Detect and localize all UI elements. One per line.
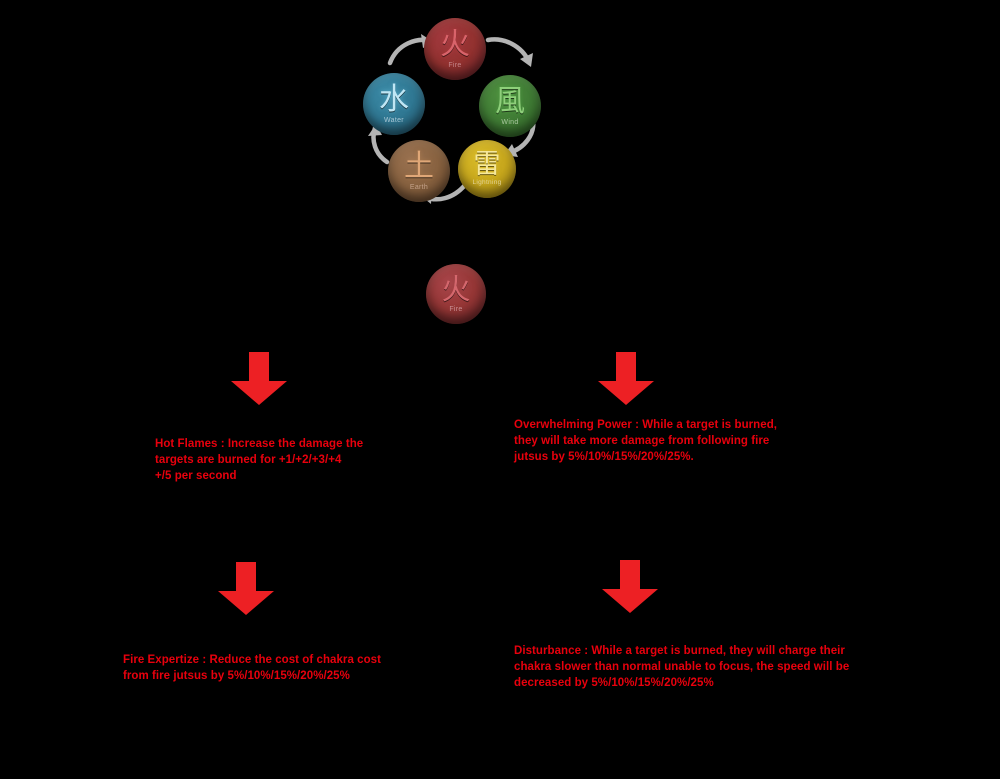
perk-text-disturbance: Disturbance : While a target is burned, … xyxy=(514,645,850,689)
down-arrow-fire-expertize xyxy=(218,562,274,615)
element-node-lightning[interactable]: 雷 Lightning xyxy=(458,140,516,198)
selected-element-label: Fire xyxy=(449,306,463,313)
element-label-fire: Fire xyxy=(448,61,462,69)
selected-element-fire[interactable]: 火 Fire xyxy=(426,264,486,324)
element-kanji-water: 水 xyxy=(379,81,409,117)
element-label-wind: Wind xyxy=(501,118,519,126)
element-kanji-fire: 火 xyxy=(440,26,470,62)
perk-text-overwhelming-power: Overwhelming Power : While a target is b… xyxy=(514,419,778,463)
element-node-wind[interactable]: 風 Wind xyxy=(479,75,541,137)
element-label-lightning: Lightning xyxy=(472,179,502,187)
element-node-fire[interactable]: 火 Fire xyxy=(424,18,486,80)
element-kanji-wind: 風 xyxy=(495,83,525,119)
element-cycle-wheel: 火 Fire 風 Wind 雷 Lightning 土 Earth 水 Wate… xyxy=(355,18,567,213)
element-node-earth[interactable]: 土 Earth xyxy=(388,140,450,202)
perk-text-hot-flames: Hot Flames : Increase the damage the tar… xyxy=(155,438,364,482)
down-arrow-overwhelming-power xyxy=(598,352,654,405)
element-kanji-earth: 土 xyxy=(404,148,434,184)
element-node-water[interactable]: 水 Water xyxy=(363,73,425,135)
perk-text-fire-expertize: Fire Expertize : Reduce the cost of chak… xyxy=(123,654,381,682)
cycle-arrow-fire-to-wind xyxy=(485,37,533,67)
element-label-earth: Earth xyxy=(409,183,429,191)
down-arrow-disturbance xyxy=(602,560,658,613)
element-kanji-lightning: 雷 xyxy=(473,149,501,181)
down-arrow-hot-flames xyxy=(231,352,287,405)
selected-element-kanji: 火 xyxy=(441,272,471,306)
element-label-water: Water xyxy=(384,116,404,124)
